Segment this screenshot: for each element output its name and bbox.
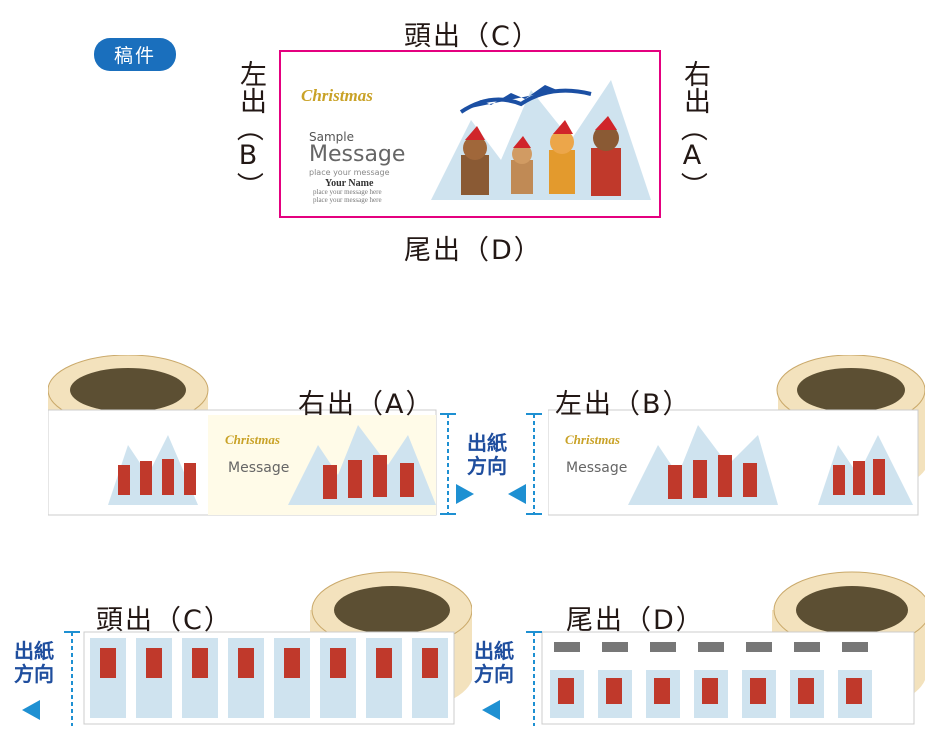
feed-arrow-bottom-right: [482, 631, 542, 726]
feed-arrow-bottom-left: [22, 631, 80, 726]
roll-a-message: Message: [228, 460, 290, 476]
label-right-letter: A: [682, 140, 702, 172]
reindeer-illustration: [431, 80, 651, 200]
roll-left-out: [548, 355, 925, 516]
feed-direction-middle: 出紙方向: [467, 431, 507, 478]
roll-right-out: [48, 355, 437, 516]
feed-arrows-middle: [440, 413, 542, 515]
roll-label-right-out: 右出（A）: [298, 389, 435, 420]
place-text: place your message: [309, 168, 390, 177]
paren-close: ）: [677, 171, 709, 199]
roll-a-logo: Christmas: [225, 432, 280, 447]
sample-label-card: Christmas Sample Message place your mess…: [279, 50, 661, 218]
your-name-text: Your Name: [325, 178, 374, 189]
feed-direction-right: 出紙方向: [474, 639, 514, 686]
label-right-out: 右出 （ A ）: [676, 60, 710, 199]
paren-close: ）: [233, 171, 265, 199]
label-left-letter: B: [238, 140, 258, 172]
arrow-right-icon: [456, 484, 474, 504]
arrow-left-icon: [482, 700, 500, 720]
sample-text: Sample: [309, 130, 354, 144]
label-head-out: 頭出（C）: [404, 21, 541, 52]
badge-draft: 稿件: [94, 38, 177, 71]
roll-b-logo: Christmas: [565, 432, 620, 447]
feed-direction-left: 出紙方向: [14, 639, 54, 686]
arrow-left-icon: [22, 700, 40, 720]
line1-text: place your message here: [313, 188, 382, 196]
paren-open: （: [677, 114, 709, 142]
roll-head-out: [83, 571, 472, 725]
roll-label-head-out: 頭出（C）: [96, 605, 233, 636]
label-left-out: 左出 （ B ）: [232, 60, 266, 199]
roll-label-tail-out: 尾出（D）: [566, 605, 705, 636]
roll-label-left-out: 左出（B）: [555, 389, 692, 420]
arrow-left-icon: [508, 484, 526, 504]
roll-tail-out: [541, 571, 925, 725]
roll-b-message: Message: [566, 460, 628, 476]
message-text: Message: [309, 142, 406, 167]
paren-open: （: [233, 114, 265, 142]
line2-text: place your message here: [313, 196, 382, 204]
label-tail-out: 尾出（D）: [404, 235, 543, 266]
christmas-logo: Christmas: [301, 86, 373, 105]
